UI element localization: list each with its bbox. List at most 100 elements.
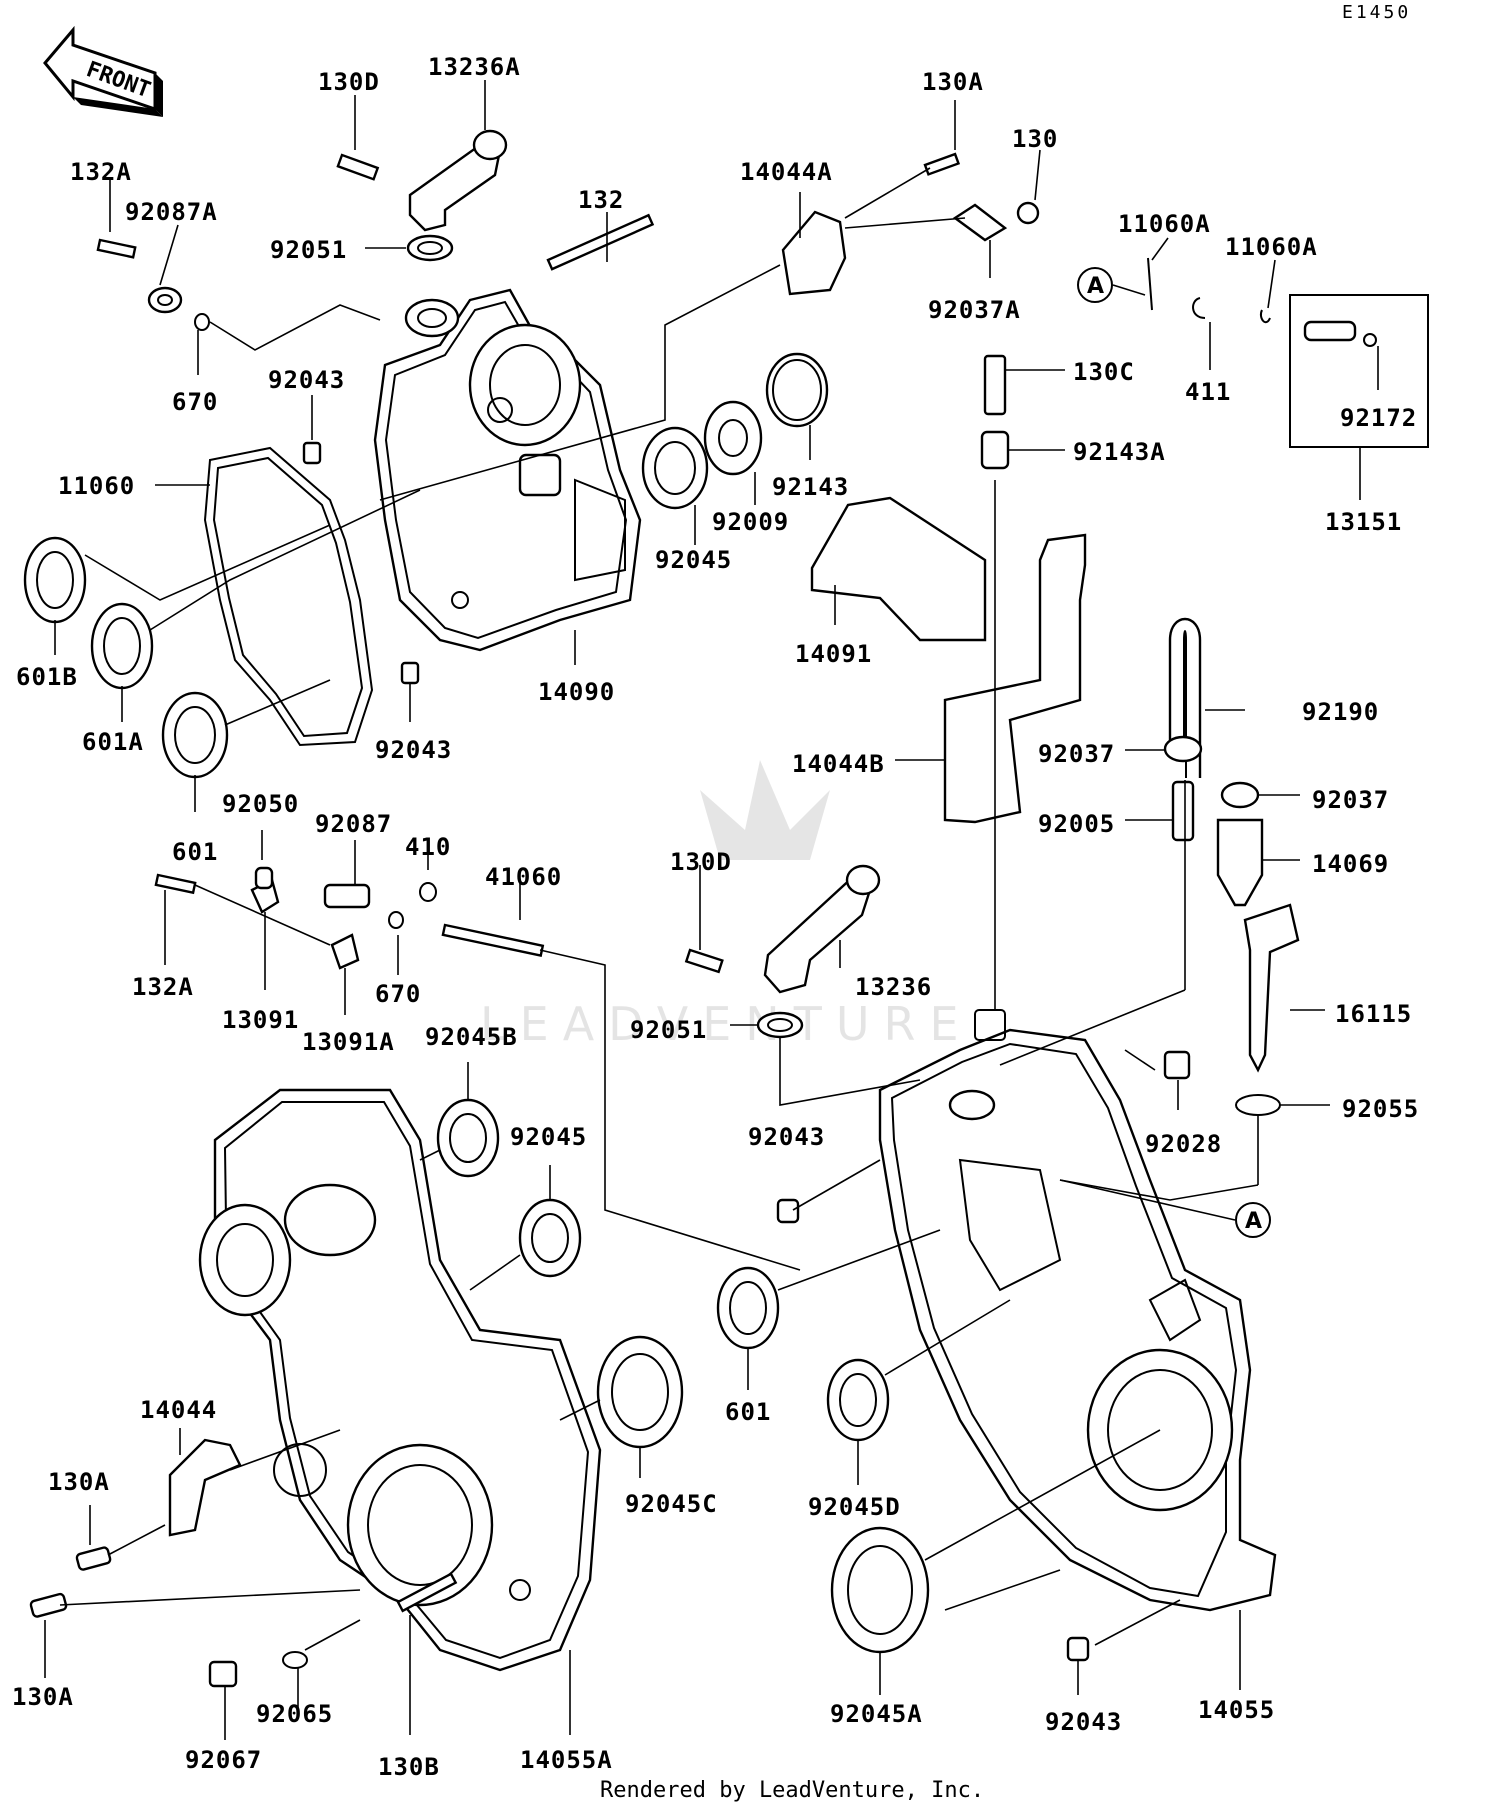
label-92037A: 92037A	[928, 296, 1021, 324]
seal-92051-mid	[756, 1011, 804, 1039]
label-14055A: 14055A	[520, 1746, 613, 1774]
label-92037-b: 92037	[1312, 786, 1389, 814]
label-130: 130	[1012, 125, 1058, 153]
label-11060: 11060	[58, 472, 135, 500]
label-92043-d: 92043	[1045, 1708, 1122, 1736]
bolt-130A-top	[923, 152, 961, 176]
bolt-130A-l1	[75, 1546, 112, 1571]
label-132A-mid: 132A	[132, 973, 194, 1001]
label-92028: 92028	[1145, 1130, 1222, 1158]
bracket-14044B	[943, 533, 1087, 824]
label-92050: 92050	[222, 790, 299, 818]
label-130D-top: 130D	[318, 68, 380, 96]
label-410: 410	[405, 833, 451, 861]
dowel-92043-d	[1066, 1636, 1090, 1662]
dowel-92043-c	[776, 1198, 800, 1224]
label-92009: 92009	[712, 508, 789, 536]
label-92065: 92065	[256, 1700, 333, 1728]
label-130A-l2: 130A	[12, 1683, 74, 1711]
label-92143: 92143	[772, 473, 849, 501]
bearing-601-top	[161, 691, 229, 779]
bolt-132A-mid	[154, 873, 197, 895]
bearing-92045A	[830, 1526, 930, 1654]
label-601-top: 601	[172, 838, 218, 866]
bolt-130A-l2	[29, 1592, 68, 1618]
dowel-92028	[1163, 1050, 1191, 1080]
label-16115: 16115	[1335, 1000, 1412, 1028]
shift-arm-13236	[684, 864, 881, 994]
part-labels: 130D 13236A 132A 92087A 92051 132 670 92…	[12, 53, 1418, 1781]
label-92067: 92067	[185, 1746, 262, 1774]
label-11060A-2: 11060A	[1225, 233, 1318, 261]
label-92043-b: 92043	[375, 736, 452, 764]
label-130A-top: 130A	[922, 68, 984, 96]
label-130C: 130C	[1073, 358, 1135, 386]
label-92043-a: 92043	[268, 366, 345, 394]
callout-a-top-text: A	[1087, 274, 1104, 299]
label-132: 132	[578, 186, 624, 214]
label-130D-mid: 130D	[670, 848, 732, 876]
clip-411	[1192, 297, 1206, 319]
bracket-92087A	[147, 286, 183, 314]
nut-92050	[254, 866, 274, 890]
oring-670-top	[194, 313, 210, 331]
bracket-14044	[168, 1438, 242, 1537]
label-14044: 14044	[140, 1396, 217, 1424]
bearing-92045-top	[641, 426, 709, 510]
label-601A: 601A	[82, 728, 144, 756]
seal-92051-top	[406, 234, 454, 262]
clip-11060A-2	[1260, 309, 1271, 324]
label-92051-top: 92051	[270, 236, 347, 264]
bolt-132A-top	[96, 238, 137, 259]
label-92051-mid: 92051	[630, 1016, 707, 1044]
dowel-92043-b	[400, 661, 420, 685]
label-13236A: 13236A	[428, 53, 521, 81]
filter-14069	[1216, 818, 1264, 907]
label-14044A: 14044A	[740, 158, 833, 186]
nut-130	[1016, 201, 1040, 225]
bracket-14044A	[781, 210, 847, 296]
oring-670-mid	[388, 911, 404, 929]
seal-92009	[703, 400, 763, 476]
crankcase-14055	[878, 1009, 1277, 1612]
crankcase-14055A	[198, 1088, 602, 1672]
label-130A-l1: 130A	[48, 1468, 110, 1496]
callout-a-top: A	[1077, 267, 1113, 303]
bearing-92045-mid	[518, 1198, 582, 1278]
label-601-mid: 601	[725, 1398, 771, 1426]
bolt-132	[546, 213, 655, 271]
oring-92055	[1235, 1094, 1281, 1116]
bearing-92045C	[596, 1335, 684, 1449]
label-92045C: 92045C	[625, 1490, 718, 1518]
label-92087: 92087	[315, 810, 392, 838]
dipstick-16115	[1243, 903, 1300, 1073]
label-132A-top: 132A	[70, 158, 132, 186]
label-92045-mid: 92045	[510, 1123, 587, 1151]
watermark-text: LEADVENTURE	[480, 997, 973, 1051]
label-92045A: 92045A	[830, 1700, 923, 1728]
label-13091: 13091	[222, 1006, 299, 1034]
label-14044B: 14044B	[792, 750, 885, 778]
label-13151: 13151	[1325, 508, 1402, 536]
dowel-92043-a	[302, 441, 322, 465]
gear-case-14090	[373, 288, 642, 652]
bolt-130C	[983, 354, 1007, 416]
bearing-601-mid	[716, 1266, 780, 1350]
bolt-130B	[396, 1572, 458, 1613]
front-arrow-icon: FRONT	[43, 25, 163, 117]
callout-a-bottom-text: A	[1245, 1209, 1262, 1234]
label-670-top: 670	[172, 388, 218, 416]
label-670-mid: 670	[375, 980, 421, 1008]
leader-lines	[44, 80, 1379, 1740]
clamp-92037-a	[1163, 735, 1203, 763]
clip-11060A-1	[1147, 257, 1153, 311]
label-130B: 130B	[378, 1753, 440, 1781]
fitting-92005	[1171, 780, 1195, 842]
ring-92143	[765, 352, 829, 428]
label-11060A-1: 11060A	[1118, 210, 1211, 238]
footer-credit: Rendered by LeadVenture, Inc.	[600, 1778, 984, 1803]
watermark-logo-icon: LEADVENTURE	[480, 760, 973, 1051]
bearing-92045B	[436, 1098, 500, 1178]
label-92190: 92190	[1302, 698, 1379, 726]
